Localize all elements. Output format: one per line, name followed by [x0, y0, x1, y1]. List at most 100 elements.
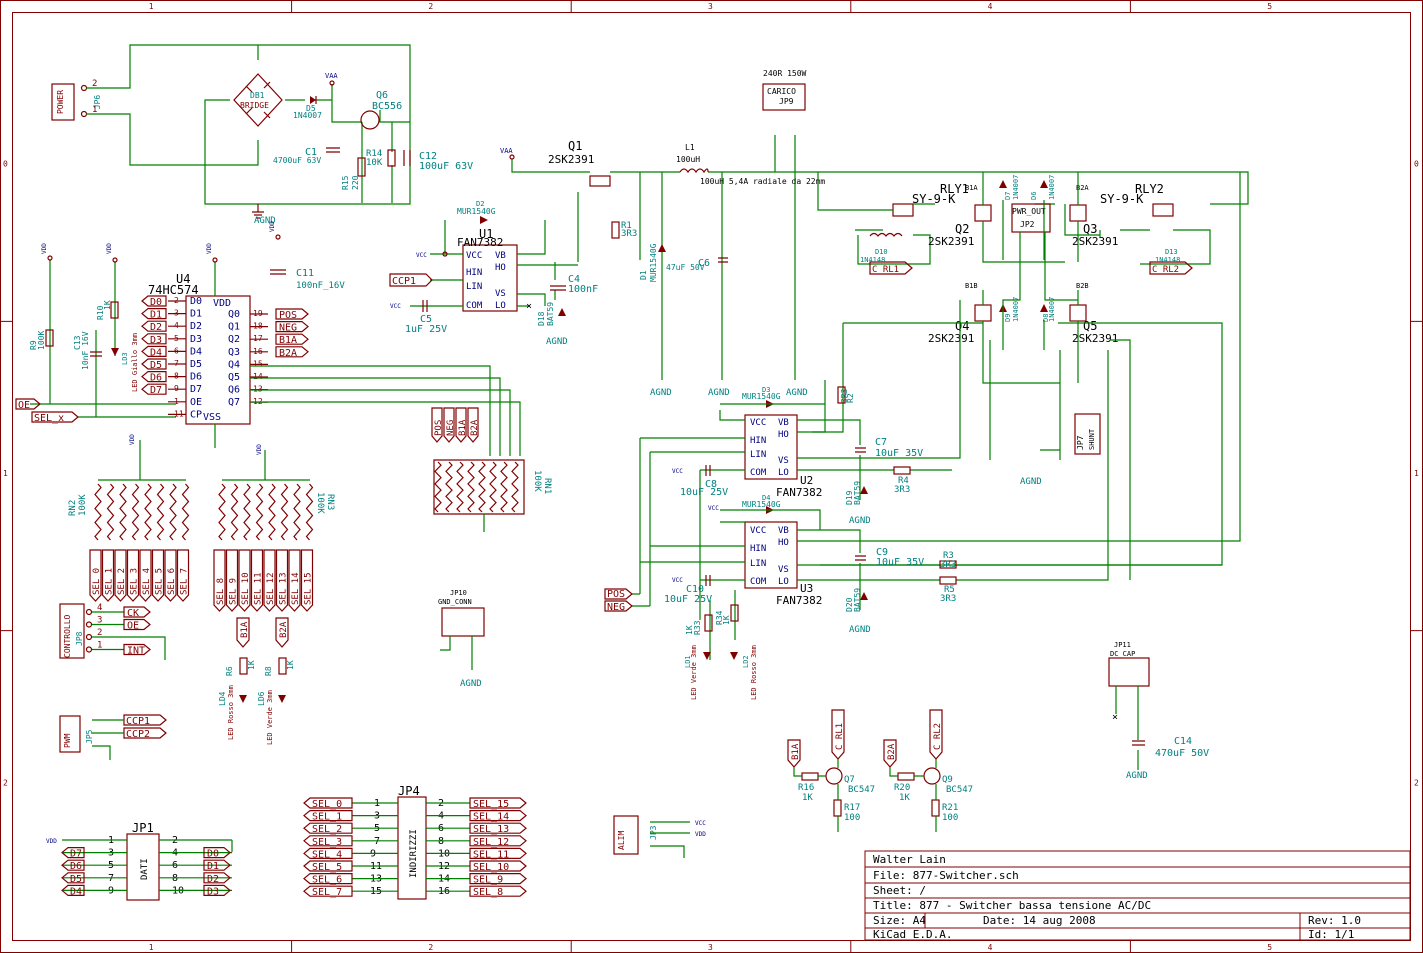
c-rl1-label: [869, 261, 913, 275]
c10-ref: C10: [686, 584, 704, 595]
rn3-ref: RN3: [325, 494, 335, 510]
load-value: 240R 150W: [763, 69, 807, 78]
d8-ref: D8: [1042, 314, 1050, 322]
sel-flag-text-sel_2: SEL_2: [117, 568, 127, 595]
u4-latch: U4 74HC574 D02D13D24D35D46D57D68D79OE1CP…: [15, 221, 521, 456]
sel-flag-sel_9: [225, 549, 239, 612]
c13-capacitor: [90, 351, 102, 357]
u3-pin-com: COM: [750, 577, 767, 587]
u4-in-d5: D5: [150, 360, 162, 371]
tb-sheet: Sheet: /: [873, 884, 926, 897]
jp8-pin-2: 2: [97, 628, 102, 638]
vcc-label-c10: VCC: [672, 577, 683, 584]
jp3-connector: [613, 815, 639, 855]
ld1-value: LED Verde 3mm: [690, 645, 698, 700]
u4-out-b1a-shape: [275, 333, 309, 345]
jp4-ref: JP4: [398, 784, 420, 798]
u2-u3-drivers: U2 FAN7382 VCC VB HIN HO LIN VS COM LO D…: [604, 172, 1241, 700]
d4-value: MUR1540G: [742, 500, 781, 509]
jp4-right-sel_11: SEL_11: [473, 849, 509, 860]
rly2-value: SY-9-K: [1100, 192, 1144, 206]
u2-pin-vcc: VCC: [750, 418, 766, 428]
d20-diode: [860, 592, 868, 600]
sel-flag-sel_14: [288, 549, 301, 612]
jp4-name: INDIRIZZI: [409, 829, 419, 878]
q9-ref: Q9: [942, 775, 953, 785]
buck-stage: VAA Q1 2SK2391 L1 100uH 100uH 5,4A radia…: [500, 69, 1249, 380]
d1-diode: [658, 244, 666, 252]
vdd-label-u4: VDD: [206, 243, 213, 254]
jp1-right-d0: D0: [207, 849, 219, 860]
r3-ref: R3: [943, 551, 954, 561]
q4-mosfet: [974, 304, 992, 322]
ld2-ref: LD2: [742, 655, 750, 668]
c-rl2-flag-q9: C_RL2: [933, 723, 943, 750]
jp4-right-sel_13: SEL_13: [473, 824, 509, 835]
d6-ref: D6: [1030, 192, 1038, 200]
u4-in-d2: D2: [150, 322, 162, 333]
jp8-net-int-shape: [123, 643, 151, 656]
jp7-shunt: [1074, 413, 1101, 455]
sel-flag-text-sel_0: SEL_0: [92, 568, 102, 595]
r9-resistor: [45, 329, 54, 347]
r17-ref: R17: [844, 803, 860, 813]
jp1-vdd: VDD: [46, 838, 57, 845]
u3-pin-vb: VB: [778, 526, 789, 536]
vdd-label-r9: VDD: [41, 243, 48, 254]
agnd-label-d19: AGND: [849, 516, 871, 526]
u4-out-neg-shape: [275, 321, 309, 333]
sel-flag-text-sel_11: SEL_11: [254, 572, 264, 605]
jp1-left-d6: D6: [70, 861, 82, 872]
jp2-ref: JP2: [1020, 220, 1035, 229]
vdd-label-rn3: VDD: [256, 444, 263, 455]
u4-in-d4: D4: [150, 347, 162, 358]
r20-value: 1K: [899, 793, 910, 803]
jp4-left-sel_0: SEL_0: [312, 799, 342, 810]
jp11-ref: JP11: [1114, 641, 1131, 649]
u3-pin-lo: LO: [778, 577, 789, 587]
r5-value: 3R3: [940, 594, 956, 604]
u3-value: FAN7382: [776, 594, 822, 607]
neg-label-driver: [604, 600, 633, 612]
ld6-ref: LD6: [257, 691, 266, 706]
jp4-left-sel_5: SEL_5: [312, 862, 342, 873]
c1-value: 4700uF 63V: [273, 156, 321, 165]
jp4-right-sel_14: SEL_14: [473, 812, 509, 823]
r21-ref: R21: [942, 803, 958, 813]
r14-value: 10K: [366, 158, 383, 168]
r5-ref: R5: [944, 585, 955, 595]
r14-ref: R14: [366, 149, 382, 159]
u4-pin-d7: D7: [190, 384, 202, 395]
agnd-label-c14: AGND: [1126, 771, 1148, 781]
q6-ref: Q6: [376, 90, 388, 101]
c14-ref: C14: [1174, 736, 1192, 747]
frame-row-left-0: 0: [3, 160, 8, 169]
jp1-right-d2: D2: [207, 874, 219, 885]
c-rl1-flag-q7: C_RL1: [835, 723, 845, 750]
u1-ref: U1: [479, 227, 493, 241]
sel-flag-sel_15: [300, 549, 314, 612]
u4-pin-q6: Q6: [228, 385, 240, 396]
l1-ref: L1: [685, 143, 695, 152]
u4-pin-q2: Q2: [228, 334, 240, 345]
d8-value: 1N4007: [1048, 297, 1056, 322]
r33-value: 1K: [685, 625, 694, 635]
frame-row-right-1: 1: [1414, 469, 1419, 478]
c7-capacitor: [855, 447, 866, 453]
jp8-net-ck: CK: [127, 608, 139, 619]
u4-in-d0-shape: [141, 295, 167, 307]
b1a-flag-q7: B1A: [791, 743, 801, 760]
u2-pin-ho: HO: [778, 430, 789, 440]
jp1-left-d4-shape: [61, 884, 85, 896]
frame-col-top-4: 4: [988, 2, 993, 11]
u4-out-pos-shape: [275, 308, 309, 320]
vaa-label-1: VAA: [325, 72, 338, 80]
h-bridge: RLY1 SY-9-K C_RL1 D10 1N4148 RLY2 SY-9-K…: [812, 172, 1223, 580]
load-ref: JP9: [779, 97, 794, 106]
rn1-flag-text-neg: NEG: [446, 420, 456, 436]
jp4-right-sel_12: SEL_12: [473, 837, 509, 848]
frame-row-right-0: 0: [1414, 160, 1419, 169]
